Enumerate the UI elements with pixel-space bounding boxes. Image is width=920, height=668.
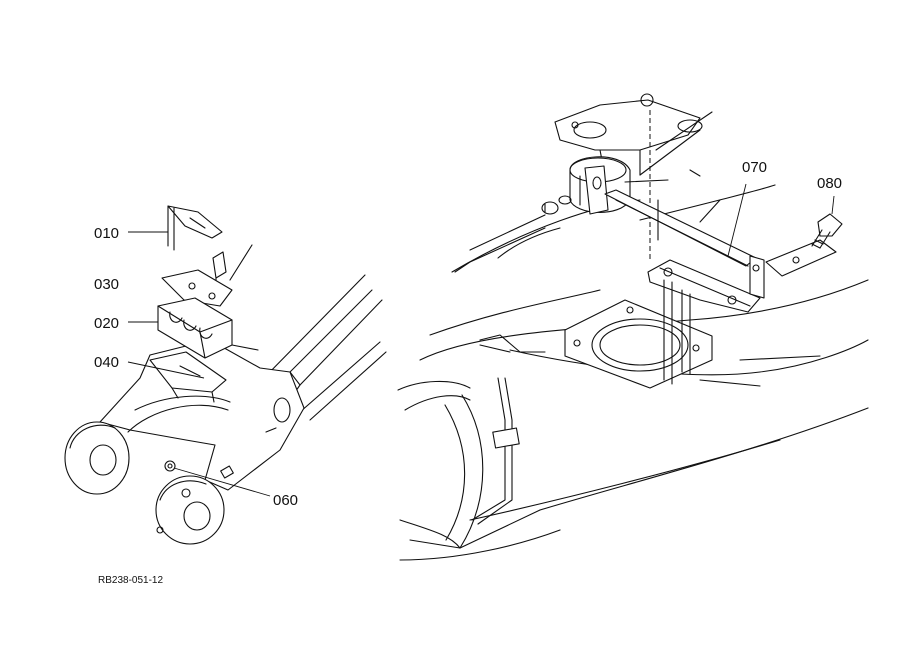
- callout-labels: 010 030 020 040 060 070 080: [94, 159, 842, 509]
- part-020-clamp-block: [157, 297, 259, 359]
- boom-bracket-assembly: [64, 244, 387, 545]
- part-070-stay-bracket: [584, 165, 765, 385]
- callout-010: 010: [94, 225, 119, 242]
- callout-060: 060: [273, 492, 298, 509]
- leader-lines: [127, 183, 835, 497]
- callout-040: 040: [94, 354, 119, 371]
- leader-060: [173, 467, 271, 497]
- part-040-plate: [149, 351, 227, 403]
- callout-080: 080: [817, 175, 842, 192]
- leader-070: [727, 183, 747, 257]
- reference-code: RB238-051-12: [98, 575, 163, 586]
- callout-020: 020: [94, 315, 119, 332]
- leader-040: [127, 361, 205, 379]
- leader-080: [831, 195, 835, 215]
- part-030-clamp-top: [161, 269, 233, 307]
- part-080-bolt: [765, 213, 843, 277]
- callout-030: 030: [94, 276, 119, 293]
- callout-070: 070: [742, 159, 767, 176]
- frame-assembly: [397, 93, 869, 561]
